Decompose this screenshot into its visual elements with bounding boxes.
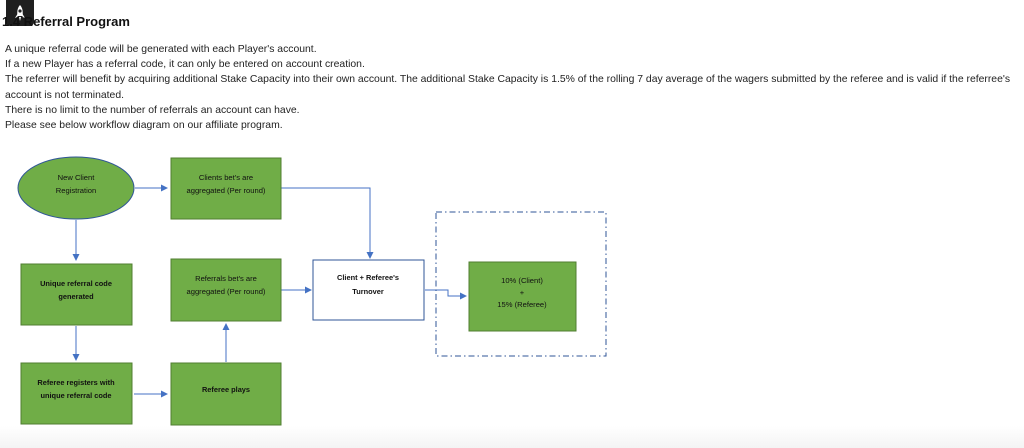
node-commission-result: 10% (Client) + 15% (Referee) (468, 261, 577, 332)
arrow-client-bets-to-turnover (281, 187, 374, 259)
paragraph: If a new Player has a referral code, it … (5, 59, 365, 71)
node-label: New Client (58, 173, 96, 182)
node-label: unique referral code (40, 391, 111, 400)
node-label: aggregated (Per round) (187, 186, 266, 195)
node-label: Unique referral code (40, 279, 112, 288)
node-unique-referral-code: Unique referral code generated (20, 263, 133, 326)
rocket-icon (6, 0, 34, 26)
node-label: Referee plays (202, 385, 250, 394)
node-new-client-registration: New Client Registration (17, 156, 135, 220)
result-dashed-frame (435, 211, 607, 357)
node-clients-bets-aggregated: Clients bet's are aggregated (Per round) (170, 157, 282, 220)
node-label: generated (58, 292, 94, 301)
body-paragraphs: A unique referral code will be generated… (5, 42, 1017, 133)
node-label: 15% (Referee) (497, 300, 547, 309)
node-label: + (520, 288, 525, 297)
section-title: 1.4 Referral Program (2, 14, 130, 29)
connectors (72, 184, 467, 398)
node-label: 10% (Client) (501, 276, 543, 285)
node-client-referee-turnover: Client + Referee's Turnover (312, 259, 425, 321)
node-label: Referee registers with (37, 378, 115, 387)
node-referee-registers: Referee registers with unique referral c… (20, 362, 133, 425)
node-referee-plays: Referee plays (170, 362, 282, 426)
node-label: Registration (56, 186, 97, 195)
node-label: Referrals bet's are (195, 274, 257, 283)
paragraph: There is no limit to the number of refer… (5, 104, 300, 116)
node-label: Turnover (352, 287, 384, 296)
arrow-turnover-to-result (425, 289, 467, 300)
page-bottom-fade (0, 426, 1024, 448)
paragraph: Please see below workflow diagram on our… (5, 120, 283, 132)
paragraph: A unique referral code will be generated… (5, 44, 317, 55)
node-label: aggregated (Per round) (187, 287, 266, 296)
paragraph: The referrer will benefit by acquiring a… (5, 74, 1011, 101)
node-label: Client + Referee's (337, 273, 399, 282)
node-label: Clients bet's are (199, 173, 253, 182)
node-referrals-bets-aggregated: Referrals bet's are aggregated (Per roun… (170, 258, 282, 322)
